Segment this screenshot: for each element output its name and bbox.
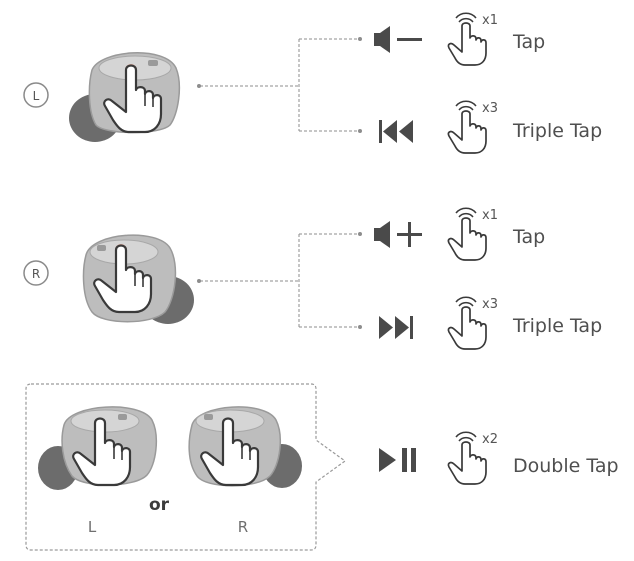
connector-right xyxy=(200,233,358,328)
gesture-label: Double Tap xyxy=(513,455,619,477)
connector-left xyxy=(200,38,358,132)
tap-count: x2 xyxy=(482,432,498,447)
side-badge-right: R xyxy=(23,260,49,286)
tap-hand-icon xyxy=(447,296,487,350)
connector-dot xyxy=(197,84,201,88)
next-track-icon xyxy=(379,316,413,339)
svg-text:L: L xyxy=(33,89,40,103)
tap-hand-icon xyxy=(447,431,487,485)
tap-count: x1 xyxy=(482,13,498,28)
previous-track-icon xyxy=(379,120,413,143)
tap-count: x3 xyxy=(482,101,498,116)
gesture-label: Tap xyxy=(512,226,545,248)
tap-hand-icon xyxy=(447,100,487,154)
bubble-caption-right: R xyxy=(238,518,248,536)
tap-hand-icon xyxy=(447,207,487,261)
side-badge-left: L xyxy=(23,82,49,108)
tap-count: x1 xyxy=(482,208,498,223)
bubble-left-earbud xyxy=(38,406,158,490)
connector-dot xyxy=(358,232,362,236)
tap-hand-icon xyxy=(447,12,487,66)
tap-count: x3 xyxy=(482,297,498,312)
volume-down-icon xyxy=(374,26,422,53)
gesture-label: Triple Tap xyxy=(512,120,602,142)
left-earbud-illustration xyxy=(69,52,181,142)
play-pause-icon xyxy=(379,448,416,472)
connector-dot xyxy=(358,325,362,329)
svg-text:R: R xyxy=(32,267,40,281)
connector-dot xyxy=(358,37,362,41)
volume-up-icon xyxy=(374,221,422,248)
bubble-right-earbud xyxy=(188,406,302,488)
connector-dot xyxy=(358,129,362,133)
bubble-caption-left: L xyxy=(88,518,97,536)
speech-bubble xyxy=(25,383,347,551)
gesture-label: Triple Tap xyxy=(512,315,602,337)
connector-dot xyxy=(197,279,201,283)
or-text: or xyxy=(149,495,170,515)
right-earbud-illustration xyxy=(82,234,194,324)
gesture-label: Tap xyxy=(512,31,545,53)
